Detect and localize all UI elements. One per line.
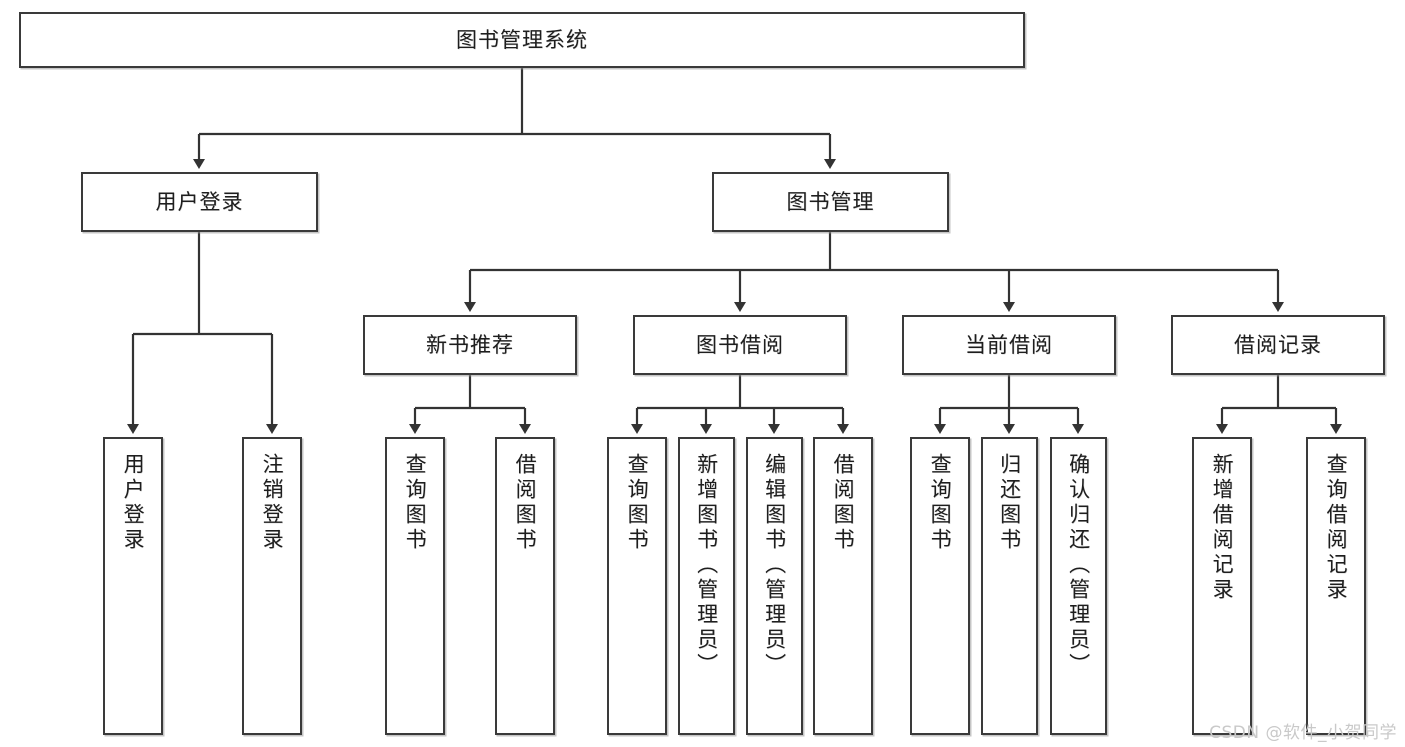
node-label: 图书管理系统 [456,27,588,52]
node-user-login[interactable]: 用户登录 [81,172,318,232]
leaf-book-borrow-add-book-admin[interactable]: 新增图书（管理员） [678,437,735,735]
leaf-new-book-borrow-book[interactable]: 借阅图书 [495,437,555,735]
node-label: 查询借阅记录 [1324,453,1349,603]
node-label: 查询图书 [928,453,953,553]
node-label: 新增图书（管理员） [694,453,719,678]
node-label: 新增借阅记录 [1210,453,1235,603]
node-label: 确认归还（管理员） [1066,453,1091,678]
leaf-borrow-record-add-record[interactable]: 新增借阅记录 [1192,437,1252,735]
watermark-text: CSDN @软件_小贺同学 [1209,723,1397,743]
leaf-current-borrow-confirm-return-admin[interactable]: 确认归还（管理员） [1050,437,1107,735]
node-label: 借阅图书 [513,453,538,553]
node-current-borrow[interactable]: 当前借阅 [902,315,1116,375]
node-label: 用户登录 [155,189,244,214]
node-new-book-recommend[interactable]: 新书推荐 [363,315,577,375]
leaf-book-borrow-borrow-book[interactable]: 借阅图书 [813,437,873,735]
node-label: 当前借阅 [965,332,1053,357]
node-label: 查询图书 [625,453,650,553]
node-label: 图书借阅 [696,332,784,357]
leaf-new-book-query-book[interactable]: 查询图书 [385,437,445,735]
leaf-book-borrow-edit-book-admin[interactable]: 编辑图书（管理员） [746,437,803,735]
leaf-borrow-record-query-record[interactable]: 查询借阅记录 [1306,437,1366,735]
leaf-user-login-login[interactable]: 用户登录 [103,437,163,735]
node-label: 借阅图书 [831,453,856,553]
leaf-current-borrow-return-book[interactable]: 归还图书 [981,437,1038,735]
node-root-book-management-system[interactable]: 图书管理系统 [19,12,1025,68]
node-label: 用户登录 [121,453,146,553]
node-book-management[interactable]: 图书管理 [712,172,949,232]
node-borrow-record[interactable]: 借阅记录 [1171,315,1385,375]
leaf-book-borrow-query-book[interactable]: 查询图书 [607,437,667,735]
node-label: 注销登录 [260,453,285,553]
node-label: 新书推荐 [426,332,514,357]
node-book-borrow[interactable]: 图书借阅 [633,315,847,375]
node-label: 查询图书 [403,453,428,553]
node-label: 归还图书 [997,453,1022,553]
node-label: 图书管理 [786,189,875,214]
node-label: 编辑图书（管理员） [762,453,787,678]
node-label: 借阅记录 [1234,332,1322,357]
leaf-current-borrow-query-book[interactable]: 查询图书 [910,437,970,735]
leaf-user-login-logout[interactable]: 注销登录 [242,437,302,735]
